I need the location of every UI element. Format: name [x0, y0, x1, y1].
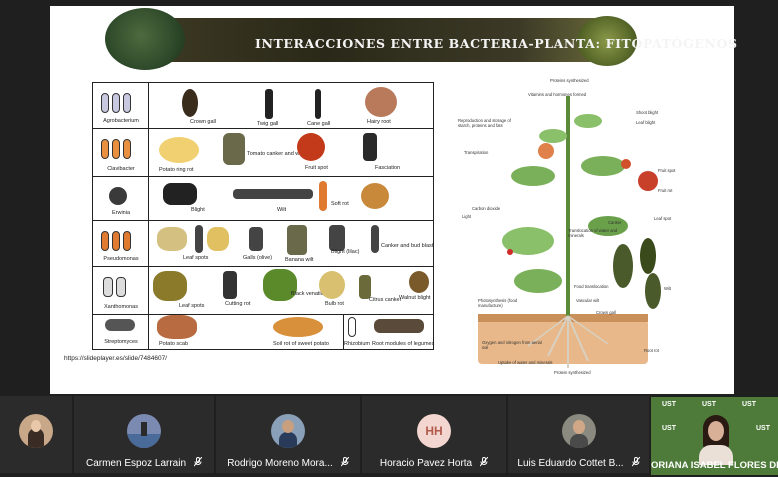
slide-title: INTERACCIONES ENTRE BACTERIA-PLANTA: FIT…	[255, 36, 738, 51]
pathogen-table: Agrobacterium Crown gall Twig gall Cane …	[92, 82, 434, 350]
avatar	[127, 414, 161, 448]
ust-logo: UST	[742, 401, 756, 408]
participant-tile[interactable]	[0, 396, 72, 473]
participant-tile[interactable]: Carmen Espoz Larrain	[74, 396, 214, 473]
table-row: Agrobacterium Crown gall Twig gall Cane …	[93, 83, 433, 129]
participant-name: ORIANA ISABEL FLORES DI	[651, 460, 778, 471]
participant-name: Carmen Espoz Larrain	[74, 456, 214, 469]
table-row: Clavibacter Potato ring rot Tomato canke…	[93, 129, 433, 177]
table-row: Xanthomonas Leaf spots Cutting rot Black…	[93, 267, 433, 315]
bacteria-name: Xanthomonas	[104, 304, 138, 310]
avatar	[19, 414, 53, 448]
leaf-image-left	[105, 8, 185, 70]
participant-name: Horacio Pavez Horta	[362, 456, 506, 469]
avatar	[561, 414, 596, 448]
microphone-muted-icon	[193, 456, 203, 467]
ust-logo: UST	[756, 425, 770, 432]
banner-background	[135, 18, 615, 62]
bacteria-cell: Agrobacterium	[93, 83, 149, 128]
microphone-muted-icon	[631, 456, 640, 467]
participant-tile[interactable]: Rodrigo Moreno Mora...	[216, 396, 360, 473]
bacteria-name: Pseudomonas	[103, 256, 139, 262]
active-speaker-tile[interactable]: UST UST UST UST UST ORIANA ISABEL FLORES…	[651, 397, 778, 475]
bacteria-cell: Erwinia	[93, 177, 149, 220]
avatar-initials: HH	[417, 414, 451, 448]
plant-diagram: Proteins synthesized Vitamins and hormon…	[458, 76, 678, 376]
shared-slide: INTERACCIONES ENTRE BACTERIA-PLANTA: FIT…	[50, 6, 737, 394]
participant-tile[interactable]: HH Horacio Pavez Horta	[362, 396, 506, 473]
title-banner: INTERACCIONES ENTRE BACTERIA-PLANTA: FIT…	[105, 8, 737, 70]
avatar	[271, 414, 305, 448]
participant-name: Rodrigo Moreno Mora...	[216, 456, 360, 469]
table-row: Pseudomonas Leaf spots Galls (olive) Ban…	[93, 221, 433, 267]
microphone-muted-icon	[340, 456, 350, 467]
disease-illustration: Rhizobium Root modules of legumes	[343, 315, 434, 349]
table-row: Streptomyces Potato scab Soil rot of swe…	[93, 315, 434, 349]
bacteria-cell: Xanthomonas	[93, 267, 149, 314]
ust-logo: UST	[662, 425, 676, 432]
ust-logo: UST	[702, 401, 716, 408]
participant-tile[interactable]: Luis Eduardo Cottet B...	[508, 396, 649, 473]
bacteria-cell: Clavibacter	[93, 129, 149, 176]
plant-illustration	[478, 96, 661, 368]
table-row: Erwinia Blight Wilt Soft rot	[93, 177, 433, 221]
bacteria-illustration	[101, 93, 131, 113]
microphone-muted-icon	[479, 456, 489, 467]
bacteria-cell: Pseudomonas	[93, 221, 149, 266]
leaf-image-right	[577, 16, 637, 66]
bacteria-name: Streptomyces	[104, 339, 138, 345]
ust-logo: UST	[662, 401, 676, 408]
bacteria-name: Erwinia	[111, 210, 131, 216]
participant-name: Luis Eduardo Cottet B...	[508, 456, 649, 469]
bacteria-name: Agrobacterium	[103, 118, 139, 124]
speaker-video	[699, 415, 733, 465]
source-credit: https://slideplayer.es/slide/7484607/	[64, 355, 167, 362]
bacteria-cell: Streptomyces	[93, 315, 149, 349]
bacteria-name: Clavibacter	[107, 166, 135, 172]
